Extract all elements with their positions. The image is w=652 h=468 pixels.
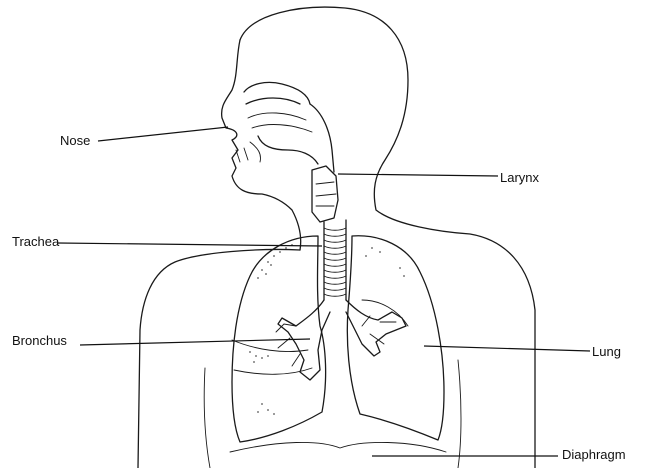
larynx-leader — [338, 174, 498, 176]
trachea-ring — [324, 240, 346, 242]
trachea-ring — [324, 294, 346, 296]
left-lung — [232, 236, 326, 442]
diaphragm — [230, 442, 446, 452]
body-outline — [138, 7, 535, 468]
trachea-ring — [324, 276, 346, 278]
left-lung-texture — [249, 244, 293, 415]
trachea-ring — [324, 228, 346, 230]
label-nose: Nose — [60, 134, 90, 147]
label-larynx: Larynx — [500, 171, 539, 184]
right-lung-texture — [365, 247, 405, 277]
nasal-cavity — [236, 82, 334, 172]
trachea-ring — [324, 252, 346, 254]
label-bronchus: Bronchus — [12, 334, 67, 347]
nose-leader — [98, 127, 228, 141]
trachea-ring — [324, 282, 346, 284]
trachea-ring — [324, 288, 346, 290]
trachea-ring — [324, 270, 346, 272]
label-trachea: Trachea — [12, 235, 59, 248]
lung-leader — [424, 346, 590, 351]
trachea-ring — [324, 258, 346, 260]
trachea-ring — [324, 264, 346, 266]
bronchus-leader — [80, 339, 310, 345]
bronchi — [276, 300, 406, 380]
label-diaphragm: Diaphragm — [562, 448, 626, 461]
trachea-ring — [324, 234, 346, 236]
right-lung — [347, 236, 444, 440]
label-lung: Lung — [592, 345, 621, 358]
trachea-ring — [324, 246, 346, 248]
